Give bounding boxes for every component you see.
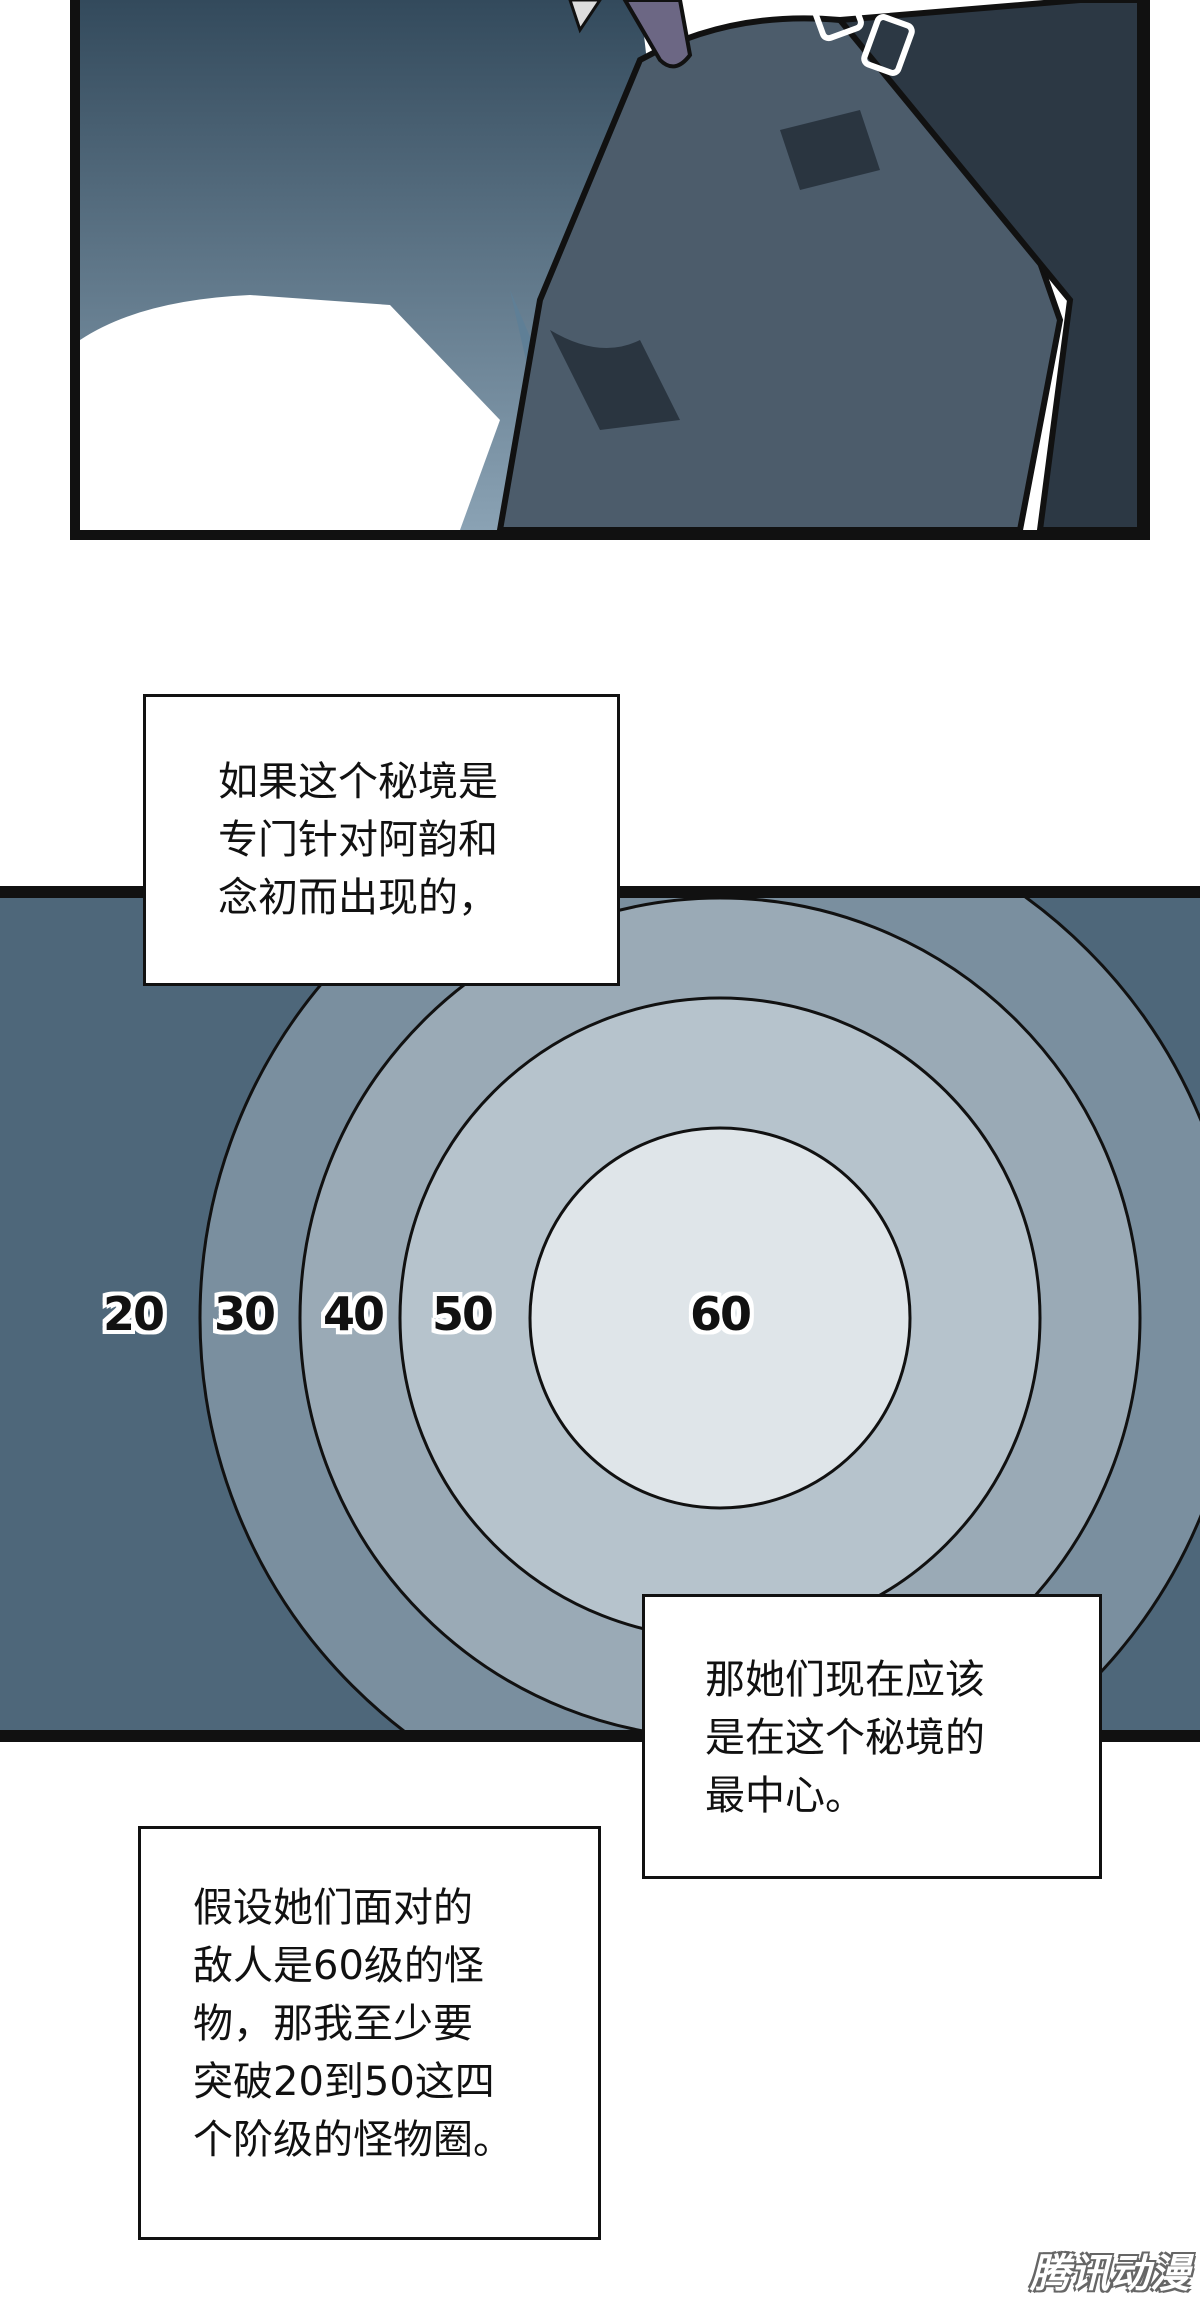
character-legs-illustration <box>80 0 1140 530</box>
ring-label-40: 40 <box>322 1287 385 1341</box>
caption-text-1: 如果这个秘境是 专门针对阿韵和 念初而出现的， <box>218 759 498 921</box>
caption-text-2: 那她们现在应该 是在这个秘境的 最中心。 <box>705 1657 985 1819</box>
caption-text-3: 假设她们面对的 敌人是60级的怪 物，那我至少要 突破20到50这四 个阶级的怪… <box>193 1885 513 2163</box>
caption-box-3: 假设她们面对的 敌人是60级的怪 物，那我至少要 突破20到50这四 个阶级的怪… <box>138 1826 601 2240</box>
ring-label-50: 50 <box>431 1287 494 1341</box>
rings-diagram <box>0 898 1200 1730</box>
ring-label-30: 30 <box>213 1287 276 1341</box>
caption-box-2: 那她们现在应该 是在这个秘境的 最中心。 <box>642 1594 1102 1879</box>
ring-label-20: 20 <box>102 1287 165 1341</box>
ring-core <box>528 1126 912 1510</box>
watermark-logo: 腾讯动漫 <box>1030 2251 1190 2297</box>
caption-box-1: 如果这个秘境是 专门针对阿韵和 念初而出现的， <box>143 694 620 986</box>
top-comic-panel <box>70 0 1150 540</box>
ring-label-60: 60 <box>689 1287 752 1341</box>
